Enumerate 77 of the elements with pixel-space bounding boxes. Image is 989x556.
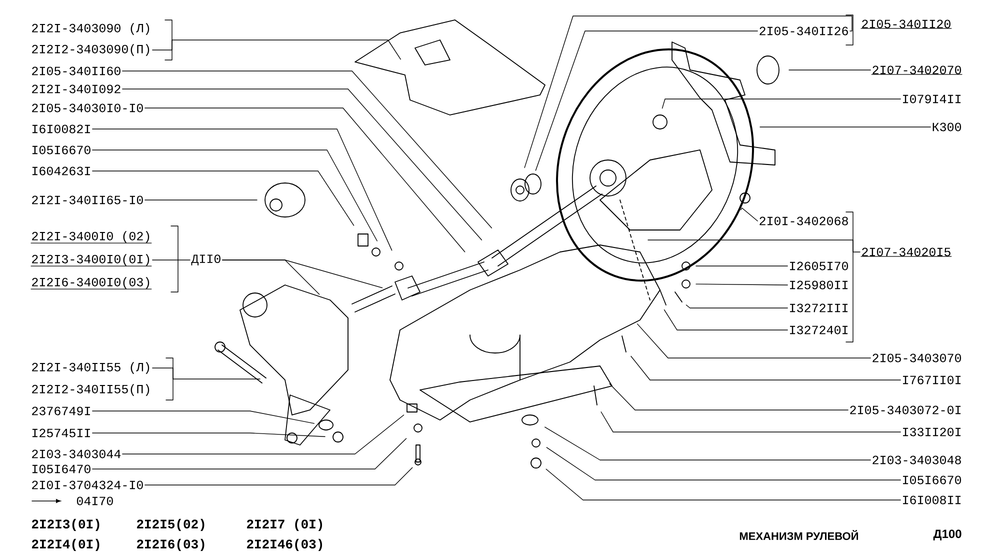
leader-line — [144, 108, 466, 252]
part-number: 2I05-3403072-0I — [850, 406, 961, 414]
model-code: 2I2I7 (0I) — [247, 518, 322, 532]
leader-line — [648, 240, 860, 252]
leader-line — [92, 150, 378, 242]
model-code: 2I2I3(0I) — [32, 518, 100, 532]
part-number: I3272III — [790, 304, 848, 312]
part-number: 2I2I6-3400I0(03) — [30, 277, 152, 290]
part-number: 2I05-34030I0-I0 — [32, 104, 143, 112]
part-number: 2I2I-340II55 (Л) — [32, 362, 150, 374]
leader-line — [92, 170, 354, 226]
part-number: 2I05-340II20 — [860, 20, 952, 29]
leader-line — [92, 128, 392, 251]
leader-line — [546, 468, 901, 500]
part-number: I33II20I — [903, 428, 961, 436]
part-number: I604263I — [32, 166, 90, 176]
part-number: 2I2I2-3403090(П) — [32, 44, 150, 56]
leader-line — [152, 368, 260, 380]
part-number: I05I6670 — [903, 476, 962, 484]
part-number: I767II0I — [903, 376, 961, 384]
part-number: 2I2I3-3400I0(0I) — [30, 254, 152, 266]
part-number: I079I4II — [903, 94, 961, 104]
leader-line — [630, 356, 901, 380]
part-number: 2I0I-3704324-I0 — [32, 480, 143, 490]
leader-line — [637, 324, 871, 358]
part-number: 2I07-3402070 — [871, 66, 962, 75]
leader-line — [664, 309, 788, 330]
part-number: ДII0 — [191, 254, 220, 266]
leader-line — [222, 260, 320, 295]
model-code: 2I2I6(03) — [137, 538, 204, 552]
part-number: 2I2I-3403090 (Л) — [32, 23, 150, 35]
part-number: I05I6470 — [32, 464, 90, 474]
part-number: I6I008II — [903, 496, 961, 504]
model-code: 2I2I46(03) — [247, 538, 322, 552]
model-code: 2I2I5(02) — [137, 518, 204, 532]
leader-line — [92, 410, 314, 424]
part-number: I05I6670 — [32, 146, 90, 154]
part-number: К300 — [932, 122, 962, 132]
leader-line — [760, 126, 931, 128]
leader-line — [686, 304, 788, 308]
leader-line — [122, 88, 482, 240]
part-number: 04I70 — [76, 496, 113, 506]
part-number: 2I03-3403044 — [32, 450, 121, 458]
leader-line — [92, 438, 407, 470]
leader-line — [696, 284, 788, 286]
leader-line — [544, 426, 871, 460]
leader-line — [524, 16, 852, 168]
leader-line — [144, 467, 413, 486]
part-number: I327240I — [790, 326, 848, 334]
page-number: Д100 — [933, 530, 962, 540]
part-number: 2I2I-340II65-I0 — [32, 196, 143, 204]
leader-line — [122, 70, 492, 228]
part-number: 2I2I-340I092 — [32, 84, 120, 94]
leader-line — [122, 414, 404, 454]
part-number: 2I05-340II60 — [32, 66, 120, 76]
model-code: 2I2I4(0I) — [32, 538, 100, 552]
leader-line — [92, 432, 326, 437]
part-number: 2I07-34020I5 — [860, 248, 952, 257]
leader-line — [740, 208, 758, 222]
part-number: 2I05-340II26 — [760, 26, 848, 36]
part-number: I25980II — [790, 280, 848, 290]
leader-line — [600, 412, 901, 432]
part-number: 2I0I-3402068 — [760, 216, 848, 226]
part-number: I2605I70 — [790, 262, 848, 270]
leader-line — [662, 98, 901, 109]
leader-line — [535, 30, 758, 171]
part-number: 2376749I — [32, 406, 90, 416]
leader-line — [152, 40, 401, 60]
part-number: 2I2I-3400I0 (02) — [30, 231, 152, 244]
part-number: 2I05-3403070 — [872, 354, 961, 362]
part-number: 2I2I2-340II55(П) — [32, 384, 150, 396]
title: МЕХАНИЗМ РУЛЕВОЙ — [740, 530, 858, 540]
leader-line — [609, 383, 848, 410]
part-number: I6I0082I — [32, 124, 90, 134]
leader-line — [546, 447, 901, 480]
part-number: 2I03-3403048 — [872, 456, 961, 464]
part-number: I25745II — [32, 428, 90, 438]
